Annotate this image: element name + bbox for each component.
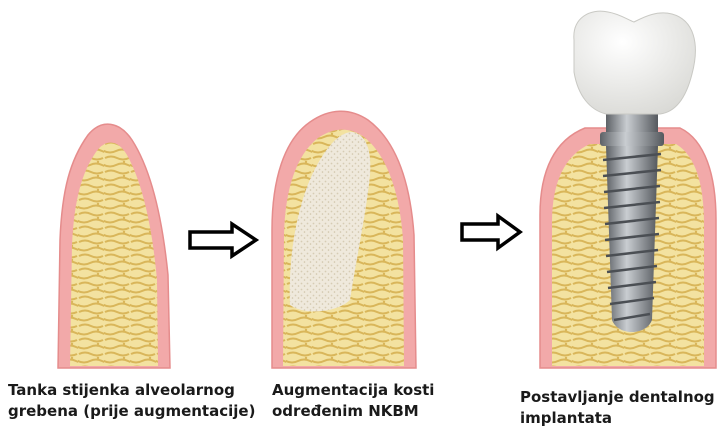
- implant-screw: [603, 146, 661, 332]
- caption-step-3-line-2: implantata: [520, 408, 715, 429]
- caption-step-2: Augmentacija kosti određenim NKBM: [272, 380, 434, 422]
- caption-step-1: Tanka stijenka alveolarnog grebena (prij…: [8, 380, 255, 422]
- caption-step-1-line-2: grebena (prije augmentacije): [8, 401, 255, 422]
- caption-step-2-line-1: Augmentacija kosti: [272, 380, 434, 401]
- ridge-augmented: [272, 111, 416, 368]
- caption-step-3-line-1: Postavljanje dentalnog: [520, 387, 715, 408]
- caption-step-1-line-1: Tanka stijenka alveolarnog: [8, 380, 255, 401]
- implant-crown: [574, 11, 696, 114]
- ridge-thin: [58, 124, 170, 368]
- arrow-2-icon: [462, 216, 520, 248]
- ridge-implant: [540, 11, 716, 368]
- arrow-1-icon: [190, 224, 256, 256]
- caption-step-2-line-2: određenim NKBM: [272, 401, 434, 422]
- caption-step-3: Postavljanje dentalnog implantata: [520, 387, 715, 429]
